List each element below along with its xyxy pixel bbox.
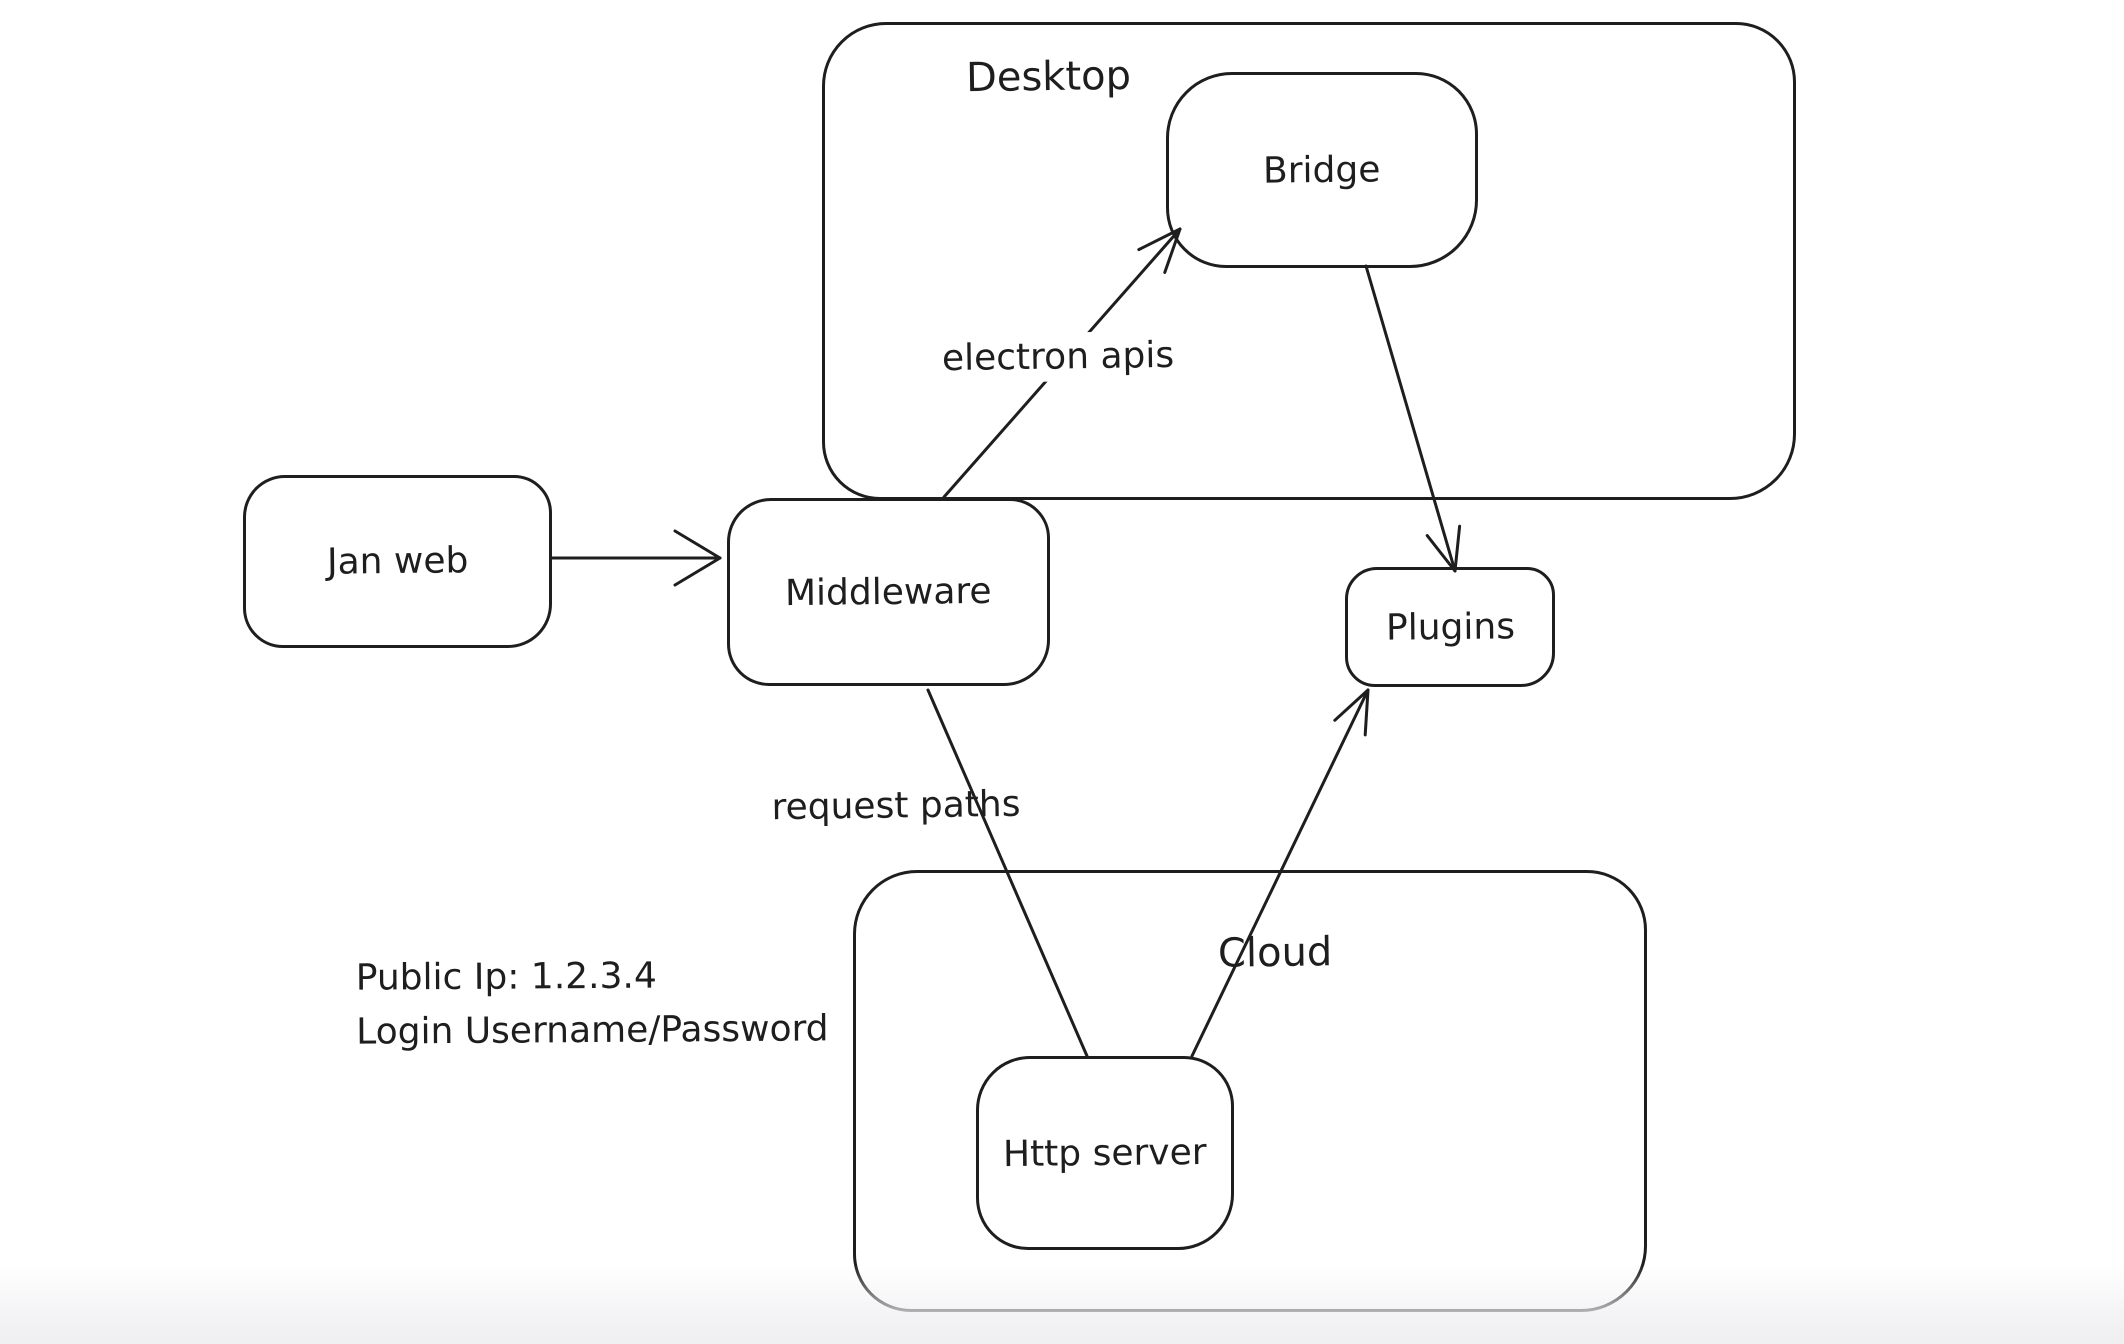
edge-label-request-paths[interactable]: request paths [771,783,1021,829]
container-desktop-label: Desktop [965,52,1132,102]
node-jan-web-label: Jan web [326,540,469,583]
arrowhead-plugins-top [1425,524,1462,573]
annotation-credentials[interactable]: Public Ip: 1.2.3.4 Login Username/Passwo… [356,948,829,1059]
node-middleware-label: Middleware [784,570,992,614]
node-plugins-label: Plugins [1385,605,1515,649]
node-bridge-label: Bridge [1263,148,1381,192]
node-middleware[interactable]: Middleware [727,498,1050,686]
container-cloud-label: Cloud [1217,929,1333,977]
annotation-public-ip: Public Ip: 1.2.3.4 [355,955,657,999]
edge-bridge-plugins[interactable] [1364,264,1462,573]
node-http-server-label: Http server [1003,1131,1207,1175]
node-bridge[interactable]: Bridge [1166,72,1478,268]
edge-label-electron-apis[interactable]: electron apis [929,330,1187,384]
arrowhead-plugins-bottom [1333,688,1370,737]
node-jan-web[interactable]: Jan web [243,475,552,648]
edge-httpserver-plugins[interactable] [1190,688,1370,1058]
edge-janweb-middleware[interactable] [550,529,722,587]
node-plugins[interactable]: Plugins [1345,567,1555,687]
node-http-server[interactable]: Http server [976,1056,1234,1250]
edge-middleware-httpserver[interactable] [926,688,1089,1058]
container-desktop[interactable] [822,22,1796,500]
arrowhead-middleware [673,529,722,587]
annotation-login: Login Username/Password [356,1008,829,1053]
